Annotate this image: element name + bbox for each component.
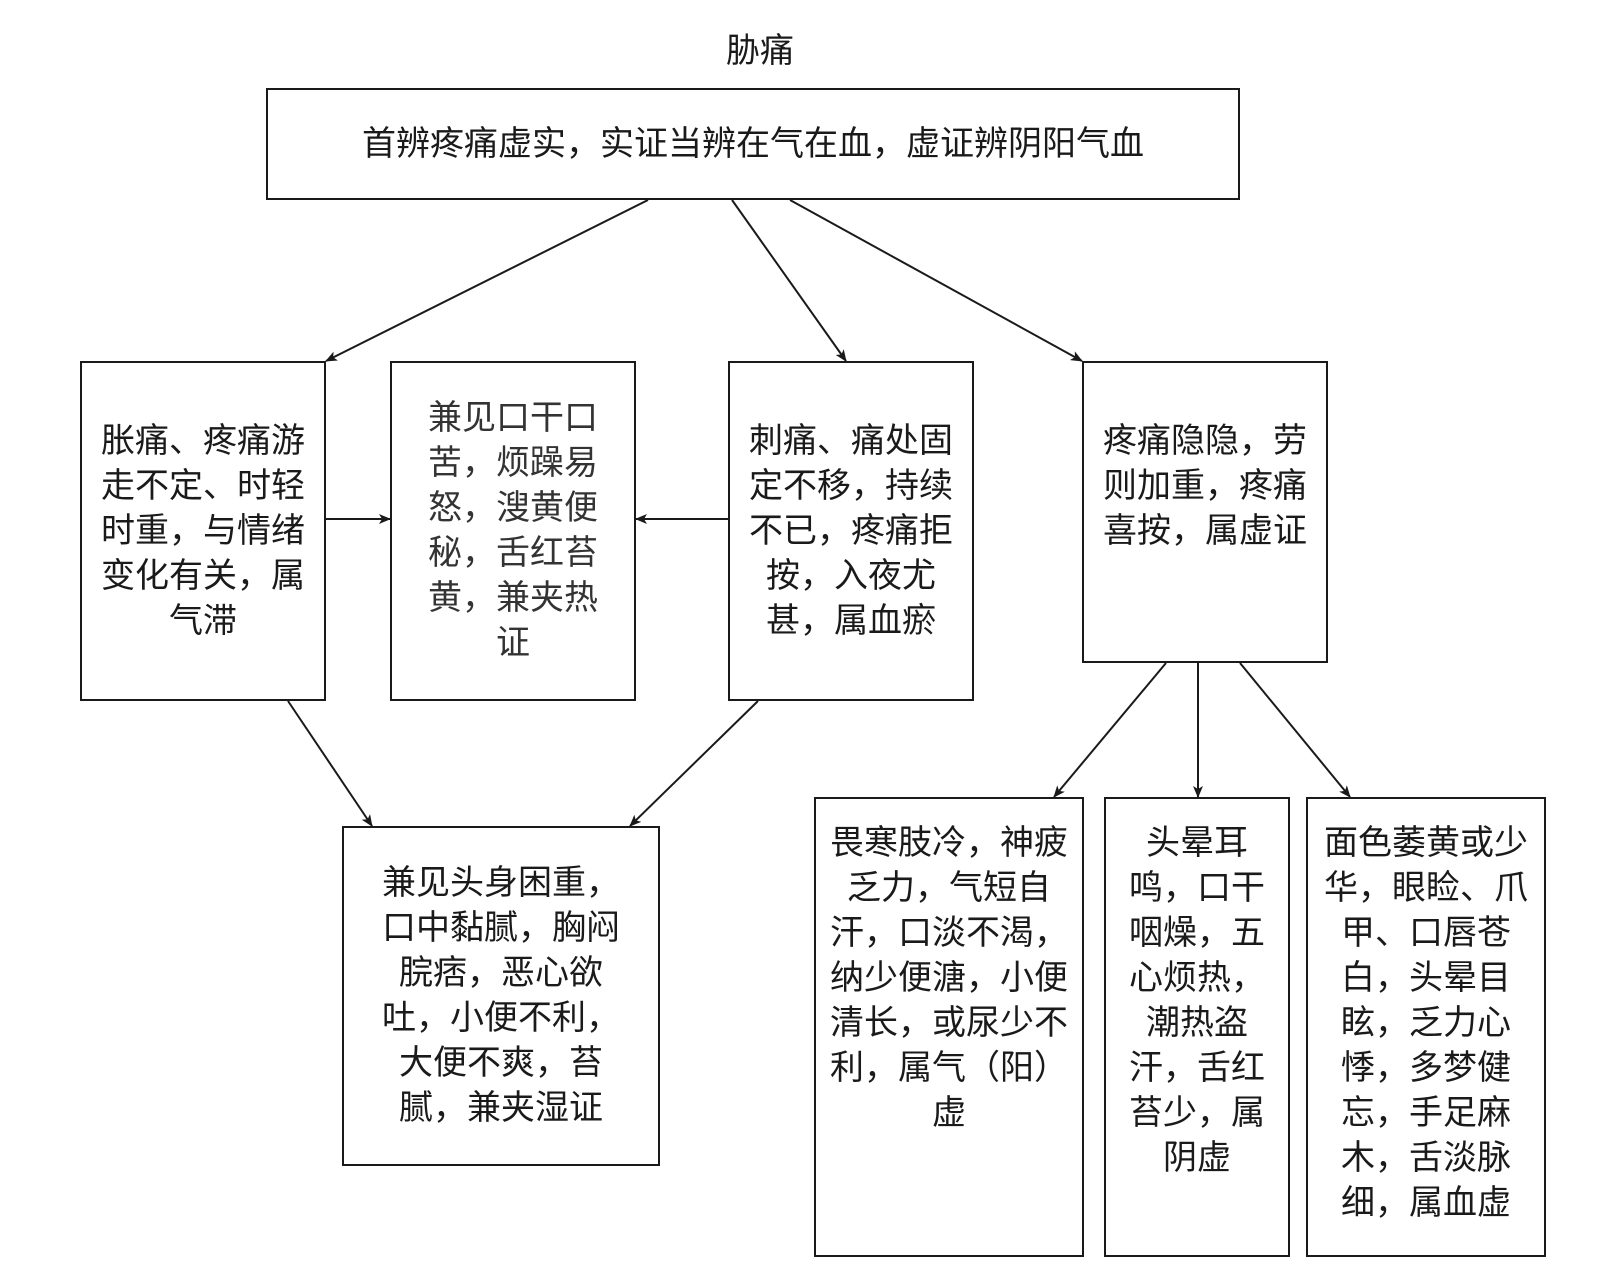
edge-deficiency-to-qi-yang-def bbox=[1053, 662, 1167, 798]
edge-root-to-deficiency bbox=[789, 199, 1083, 362]
edge-root-to-blood-stasis bbox=[731, 199, 847, 362]
qi-stagnation-text: 胀痛、疼痛游走不定、时轻时重，与情绪变化有关，属气滞 bbox=[101, 420, 305, 641]
root-node: 首辨疼痛虚实，实证当辨在气在血，虚证辨阴阳气血 bbox=[266, 88, 1240, 200]
yin-deficiency-text: 头晕耳鸣，口干咽燥，五心烦热，潮热盗汗，舌红苔少，属阴虚 bbox=[1129, 823, 1265, 1178]
diagram-title: 胁痛 bbox=[726, 31, 794, 71]
dampness-node: 兼见头身困重，口中黏腻，胸闷脘痞，恶心欲吐，小便不利，大便不爽，苔腻，兼夹湿证 bbox=[342, 826, 660, 1166]
deficiency-node-text: 疼痛隐隐，劳则加重，疼痛喜按，属虚证 bbox=[1103, 421, 1307, 551]
heat-node-text: 兼见口干口苦，烦躁易怒，溲黄便秘，舌红苔黄，兼夹热证 bbox=[428, 398, 598, 663]
blood-deficiency-text: 面色萎黄或少华，眼睑、爪甲、口唇苍白，头晕目眩，乏力心悸，多梦健忘，手足麻木，舌… bbox=[1324, 823, 1528, 1223]
heat-node: 兼见口干口苦，烦躁易怒，溲黄便秘，舌红苔黄，兼夹热证 bbox=[390, 361, 636, 701]
edge-root-to-qi-stagnation bbox=[325, 199, 649, 362]
blood-stasis-node: 刺痛、痛处固定不移，持续不已，疼痛拒按，入夜尤甚，属血瘀 bbox=[728, 361, 974, 701]
dampness-node-text: 兼见头身困重，口中黏腻，胸闷脘痞，恶心欲吐，小便不利，大便不爽，苔腻，兼夹湿证 bbox=[382, 863, 620, 1128]
qi-stagnation-node: 胀痛、疼痛游走不定、时轻时重，与情绪变化有关，属气滞 bbox=[80, 361, 326, 701]
root-node-text: 首辨疼痛虚实，实证当辨在气在血，虚证辨阴阳气血 bbox=[362, 123, 1144, 164]
edge-deficiency-to-blood-def bbox=[1239, 662, 1351, 798]
qi-yang-deficiency-node: 畏寒肢冷，神疲乏力，气短自汗，口淡不渴，纳少便溏，小便清长，或尿少不利，属气（阳… bbox=[814, 797, 1084, 1257]
blood-stasis-text: 刺痛、痛处固定不移，持续不已，疼痛拒按，入夜尤甚，属血瘀 bbox=[749, 420, 953, 641]
edge-blood-stasis-to-dampness bbox=[629, 700, 759, 827]
deficiency-node: 疼痛隐隐，劳则加重，疼痛喜按，属虚证 bbox=[1082, 361, 1328, 663]
blood-deficiency-node: 面色萎黄或少华，眼睑、爪甲、口唇苍白，头晕目眩，乏力心悸，多梦健忘，手足麻木，舌… bbox=[1306, 797, 1546, 1257]
yin-deficiency-node: 头晕耳鸣，口干咽燥，五心烦热，潮热盗汗，舌红苔少，属阴虚 bbox=[1104, 797, 1290, 1257]
qi-yang-deficiency-text: 畏寒肢冷，神疲乏力，气短自汗，口淡不渴，纳少便溏，小便清长，或尿少不利，属气（阳… bbox=[830, 823, 1068, 1133]
edge-qi-stagnation-to-dampness bbox=[287, 700, 373, 827]
